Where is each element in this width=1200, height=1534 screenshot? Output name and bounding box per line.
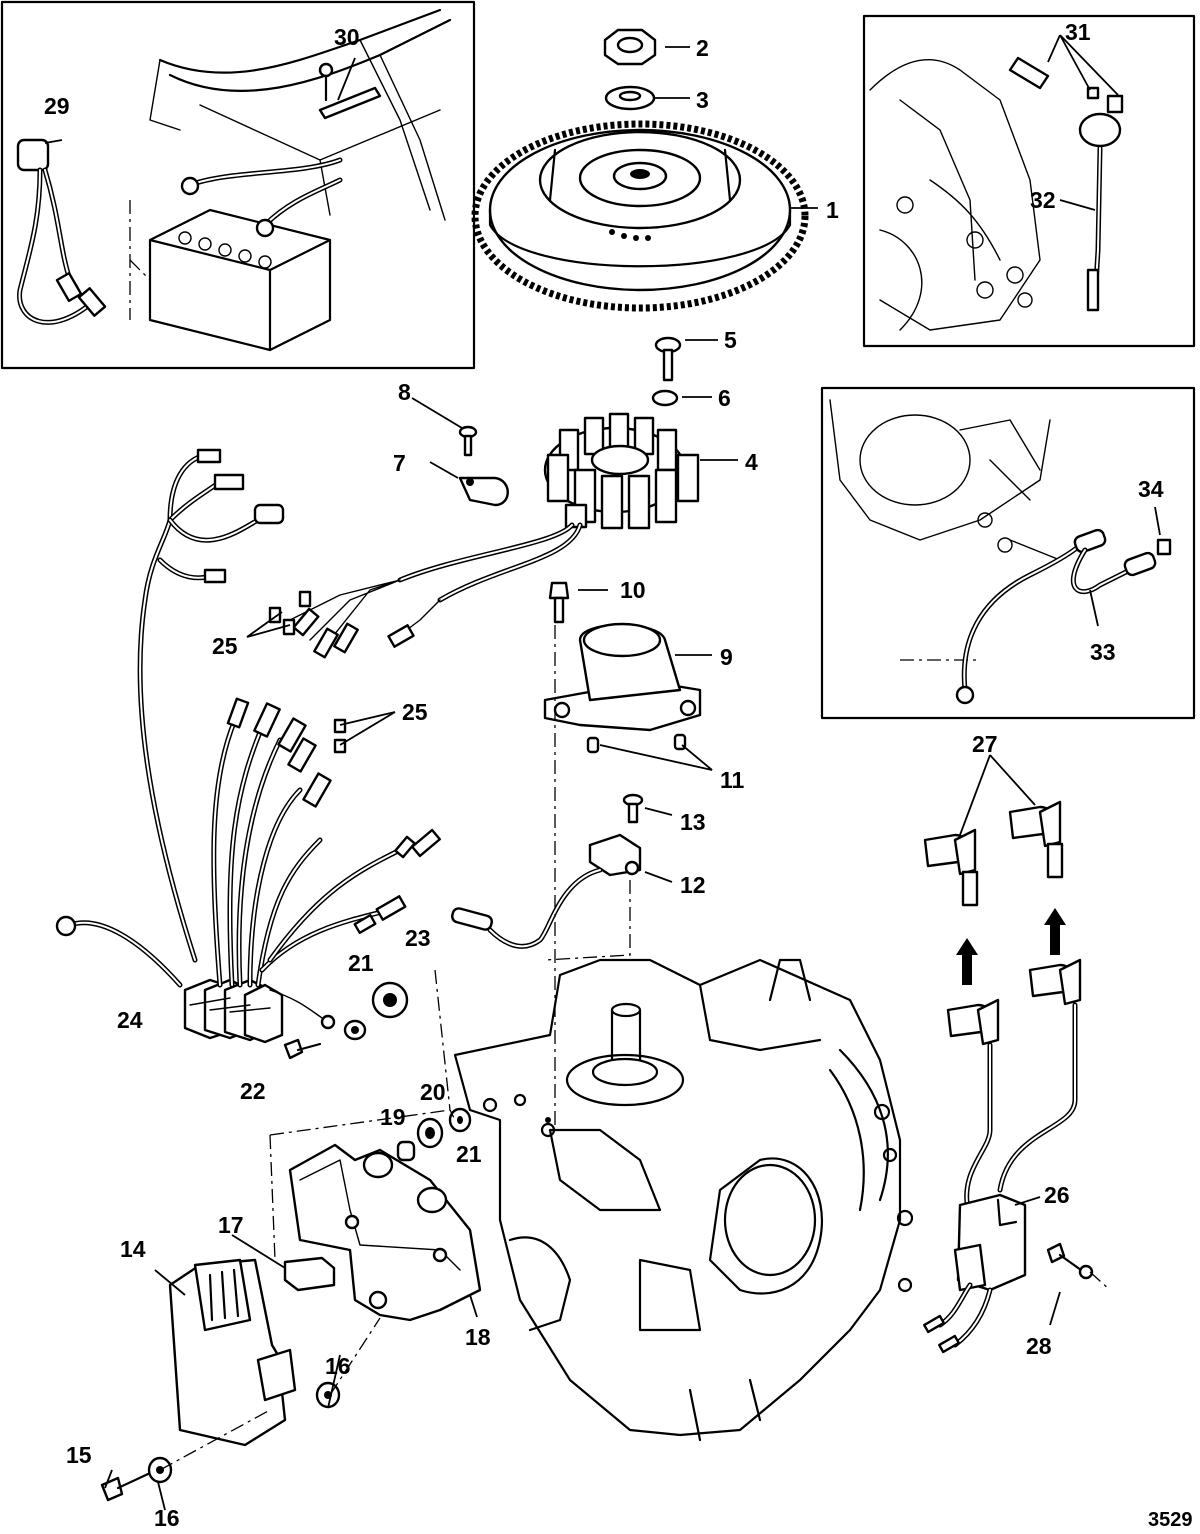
callout-17: 17 [218,1212,244,1238]
cdi-bracket [288,1143,482,1322]
callout-32: 32 [1030,187,1056,213]
clamp-screw [458,425,478,457]
callout-11: 11 [720,767,745,793]
callout-16-lower: 16 [154,1505,180,1531]
arrows [956,908,1066,985]
callout-9: 9 [720,644,733,670]
callout-34: 34 [1138,476,1164,502]
callout-8: 8 [398,379,411,405]
trigger-plate [543,622,702,732]
callout-13: 13 [680,809,706,835]
inset-battery-panel [0,0,476,370]
callout-26: 26 [1044,1182,1070,1208]
leader-lines [44,34,1161,1511]
callout-1: 1 [826,197,839,223]
callout-2: 2 [696,35,709,61]
crank-sensor [451,833,642,949]
callout-31: 31 [1065,19,1091,45]
callout-10: 10 [620,577,646,603]
callout-18: 18 [465,1324,491,1350]
callout-22: 22 [240,1078,266,1104]
callout-21-lower: 21 [456,1141,482,1167]
callout-20: 20 [420,1079,446,1105]
inset-ground-panel [820,386,1196,720]
sensor-screw [622,793,644,824]
coil-screw [1046,1242,1094,1280]
dowel-pins [586,733,687,754]
diagram-id: 3529 [1148,1509,1193,1531]
callout-4: 4 [745,449,758,475]
callout-19: 19 [380,1104,406,1130]
flywheel [471,120,809,312]
callout-25-lower: 25 [402,699,428,725]
callout-28: 28 [1026,1333,1052,1359]
callout-29: 29 [44,93,70,119]
main-harness [137,448,285,963]
callout-labels: 2 3 1 5 6 4 8 7 10 9 11 13 12 25 25 23 2… [44,19,1164,1531]
stator-washer [651,389,679,407]
stator-harness [268,522,583,659]
callout-15: 15 [66,1442,92,1468]
callout-6: 6 [718,385,731,411]
spark-plug-caps-upper [923,800,1064,907]
callout-16-upper: 16 [325,1353,351,1379]
grommets [283,981,472,1162]
cdi-module [168,1258,297,1447]
callout-21-upper: 21 [348,950,374,976]
callout-3: 3 [696,87,709,113]
callout-23: 23 [405,925,431,951]
stator [543,412,700,530]
inset-sensor-panel [862,14,1196,348]
trigger-screw [548,581,570,624]
callout-5: 5 [724,327,737,353]
wire-clamp [458,476,509,507]
callout-30: 30 [334,24,360,50]
assembly-lines [159,625,1111,1471]
connector-block [183,978,284,1044]
flywheel-washer [604,85,656,111]
ignition-coil [923,958,1082,1354]
block-wires [55,697,442,1030]
callout-25-upper: 25 [212,633,238,659]
rubber-pad [283,1256,336,1292]
callout-27: 27 [972,731,998,757]
powerhead [453,958,914,1442]
stator-screw [654,336,682,382]
callout-24: 24 [117,1007,143,1033]
flywheel-nut [603,28,657,66]
callout-14: 14 [120,1236,146,1262]
callout-7: 7 [393,450,406,476]
callout-12: 12 [680,872,706,898]
callout-33: 33 [1090,639,1116,665]
